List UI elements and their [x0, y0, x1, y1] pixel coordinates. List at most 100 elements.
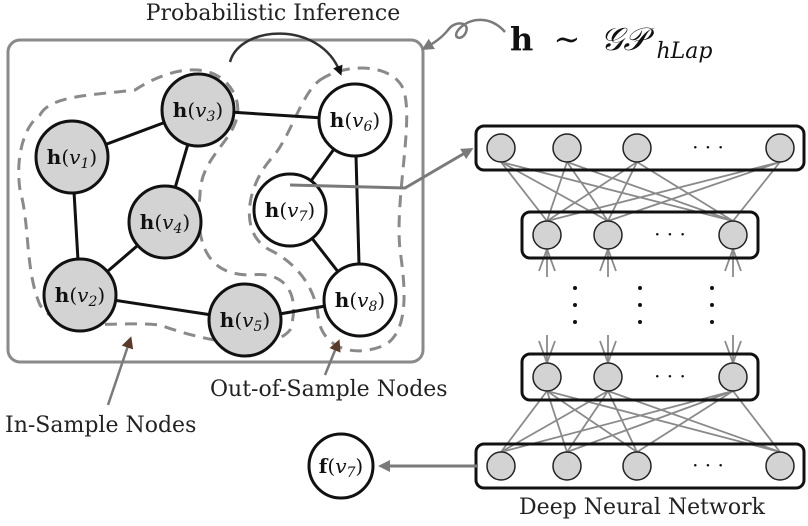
nn-neuron: [552, 451, 582, 481]
node-h-v2: h(v2): [42, 257, 118, 333]
node-h-v1: h(v1): [34, 119, 110, 195]
inference-arrow: [228, 32, 343, 76]
node-var: v: [162, 210, 174, 234]
node-fn: h: [265, 198, 280, 222]
node-var: v: [287, 198, 299, 222]
nn-partial-connection: [724, 248, 734, 272]
output-sub: 7: [347, 465, 356, 481]
node-var: v: [242, 308, 254, 332]
nn-neuron: [532, 220, 562, 250]
svg-text:h(v3): h(v3): [173, 98, 223, 125]
node-h-v8: h(v8): [322, 262, 398, 338]
svg-text:f(v7): f(v7): [319, 454, 363, 481]
gp-formula: h ∼ 𝒢𝒫 hLap: [510, 20, 712, 64]
dnn-label: Deep Neural Network: [519, 495, 766, 520]
formula-h: h: [510, 20, 533, 58]
svg-text:h(v8): h(v8): [335, 288, 385, 315]
nn-neuron: [765, 133, 795, 163]
node-var: v: [357, 288, 369, 312]
nn-neuron: [552, 133, 582, 163]
nn-ellipsis-dot: [638, 286, 642, 290]
nn-partial-connection: [599, 340, 609, 364]
nn-neuron: [532, 362, 562, 392]
nn-neuron: [593, 220, 623, 250]
node-h-v3: h(v3): [160, 72, 236, 148]
nn-partial-connection: [607, 248, 617, 272]
node-fn: h: [220, 308, 235, 332]
node-sub: 8: [368, 299, 377, 315]
node-h-v4: h(v4): [127, 184, 203, 260]
svg-text:h(v1): h(v1): [47, 145, 97, 172]
nn-partial-connection: [538, 340, 548, 364]
nn-layer-ellipsis: · · ·: [654, 222, 686, 246]
node-sub: 4: [172, 221, 182, 237]
node-var: v: [69, 145, 81, 169]
nn-layer-ellipsis: · · ·: [692, 135, 724, 159]
nn-ellipsis-dot: [573, 303, 577, 307]
nn-partial-connection: [607, 340, 617, 364]
svg-text:h(v4): h(v4): [140, 210, 190, 237]
nn-neuron: [593, 362, 623, 392]
graph-frame: [6, 38, 425, 364]
nn-neuron: [718, 362, 748, 392]
out-of-sample-pointer: [323, 339, 341, 376]
nn-partial-connection: [732, 248, 742, 272]
node-var: v: [195, 98, 207, 122]
nn-layer-3: [520, 352, 760, 402]
node-fn: h: [335, 288, 350, 312]
nn-ellipsis-dot: [710, 320, 714, 324]
output-var: v: [335, 454, 347, 478]
node-h-v7: h(v7): [252, 172, 328, 248]
svg-text:h(v7): h(v7): [265, 198, 315, 225]
nn-neuron: [486, 451, 516, 481]
nn-partial-connection: [546, 340, 556, 364]
node-fn: h: [47, 145, 62, 169]
nn-neuron: [765, 451, 795, 481]
node-var: v: [77, 283, 89, 307]
output-fn: f: [319, 454, 329, 478]
nn-neuron: [718, 220, 748, 250]
nn-layer-1: [474, 124, 806, 172]
nn-partial-connection: [538, 248, 548, 272]
in-sample-region: [17, 68, 296, 345]
node-h-v5: h(v5): [207, 282, 283, 358]
nn-partial-connection: [599, 248, 609, 272]
out-of-sample-label: Out-of-Sample Nodes: [210, 377, 448, 402]
nn-ellipsis-dot: [710, 303, 714, 307]
formula-subscript: hLap: [656, 39, 712, 64]
node-h-v6: h(v6): [317, 82, 393, 158]
nn-ellipsis-dot: [573, 286, 577, 290]
node-sub: 7: [298, 209, 307, 225]
node-sub: 2: [87, 294, 97, 310]
nn-ellipsis-dot: [638, 303, 642, 307]
nn-partial-connection: [724, 340, 734, 364]
node-sub: 1: [80, 156, 89, 172]
graph-nodes: h(v1) h(v2) h(v3) h(v4) h(v5) h(v6) h(v7) h(v8): [34, 72, 398, 358]
input-arrow: [289, 147, 474, 190]
in-sample-pointer: [106, 336, 134, 406]
node-fn: h: [330, 108, 345, 132]
nn-layer-ellipsis: · · ·: [654, 364, 686, 388]
nn-partial-connection: [546, 248, 556, 272]
in-sample-label: In-Sample Nodes: [5, 413, 196, 438]
prior-arrow: [421, 18, 506, 51]
node-fn: h: [55, 283, 70, 307]
node-var: v: [352, 108, 364, 132]
formula-sim: ∼: [553, 20, 580, 58]
deep-neural-network: · · · · · · · · · · · ·: [474, 124, 806, 490]
probabilistic-inference-label: Probabilistic Inference: [146, 1, 401, 26]
node-fn: h: [173, 98, 188, 122]
svg-text:h(v6): h(v6): [330, 108, 380, 135]
node-sub: 6: [363, 119, 372, 135]
nn-ellipsis-dot: [638, 320, 642, 324]
out-of-sample-region: [247, 66, 409, 353]
nn-ellipsis-dot: [573, 320, 577, 324]
svg-text:h(v5): h(v5): [220, 308, 270, 335]
nn-partial-connection: [732, 340, 742, 364]
formula-gp: 𝒢𝒫: [600, 20, 655, 58]
nn-layer-2: [520, 210, 760, 260]
nn-layer-ellipsis: · · ·: [692, 453, 724, 477]
output-node-f-v7: f(v7): [307, 432, 375, 500]
